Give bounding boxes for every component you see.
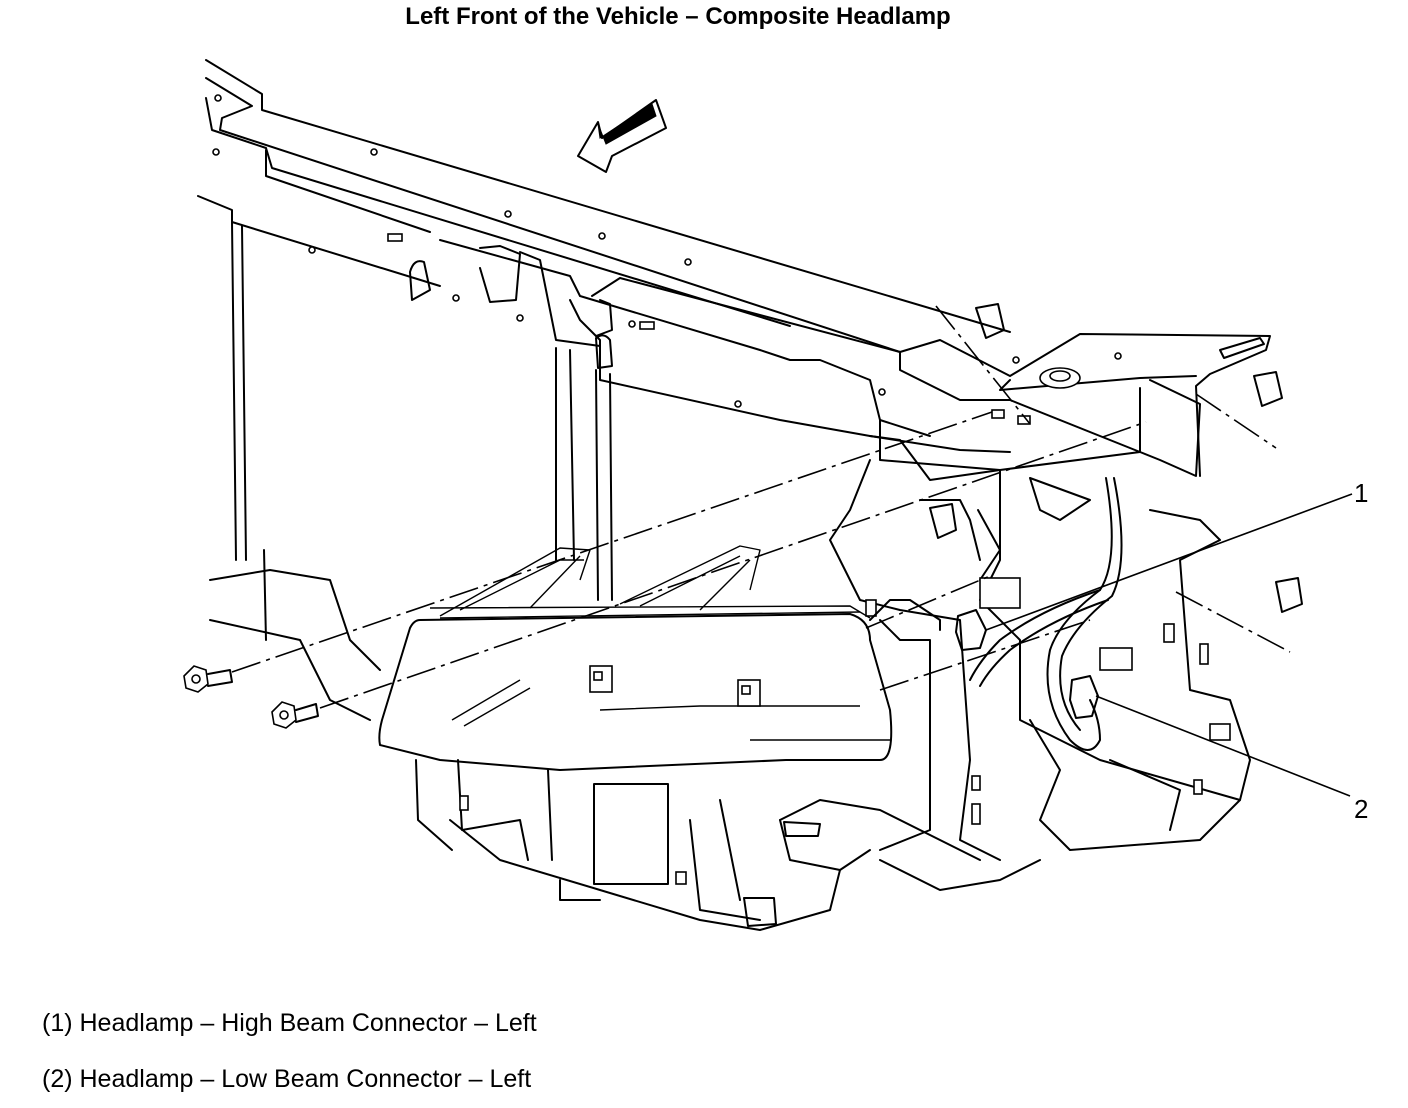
legend-item-1: (1) Headlamp – High Beam Connector – Lef… — [42, 1009, 537, 1037]
callout-2: 2 — [1354, 794, 1369, 824]
legend-item-2: (2) Headlamp – Low Beam Connector – Left — [42, 1065, 532, 1093]
composite-headlamp — [378, 545, 941, 771]
callout-1: 1 — [1354, 478, 1369, 508]
lower-support — [415, 435, 1041, 931]
diagram-title: Left Front of the Vehicle – Composite He… — [405, 3, 951, 30]
wiring-harness — [955, 477, 1123, 751]
vehicle-front-direction-arrow-icon — [577, 99, 667, 173]
bolt-icon — [183, 665, 319, 729]
clip-icon — [743, 303, 1303, 927]
alignment-lines — [231, 305, 1291, 709]
radiator-support-upper — [197, 59, 1020, 437]
callout-leaders — [985, 493, 1353, 797]
radiator-side-posts — [209, 221, 613, 721]
fender-bracket — [869, 333, 1271, 851]
connector-icon — [589, 577, 1133, 707]
